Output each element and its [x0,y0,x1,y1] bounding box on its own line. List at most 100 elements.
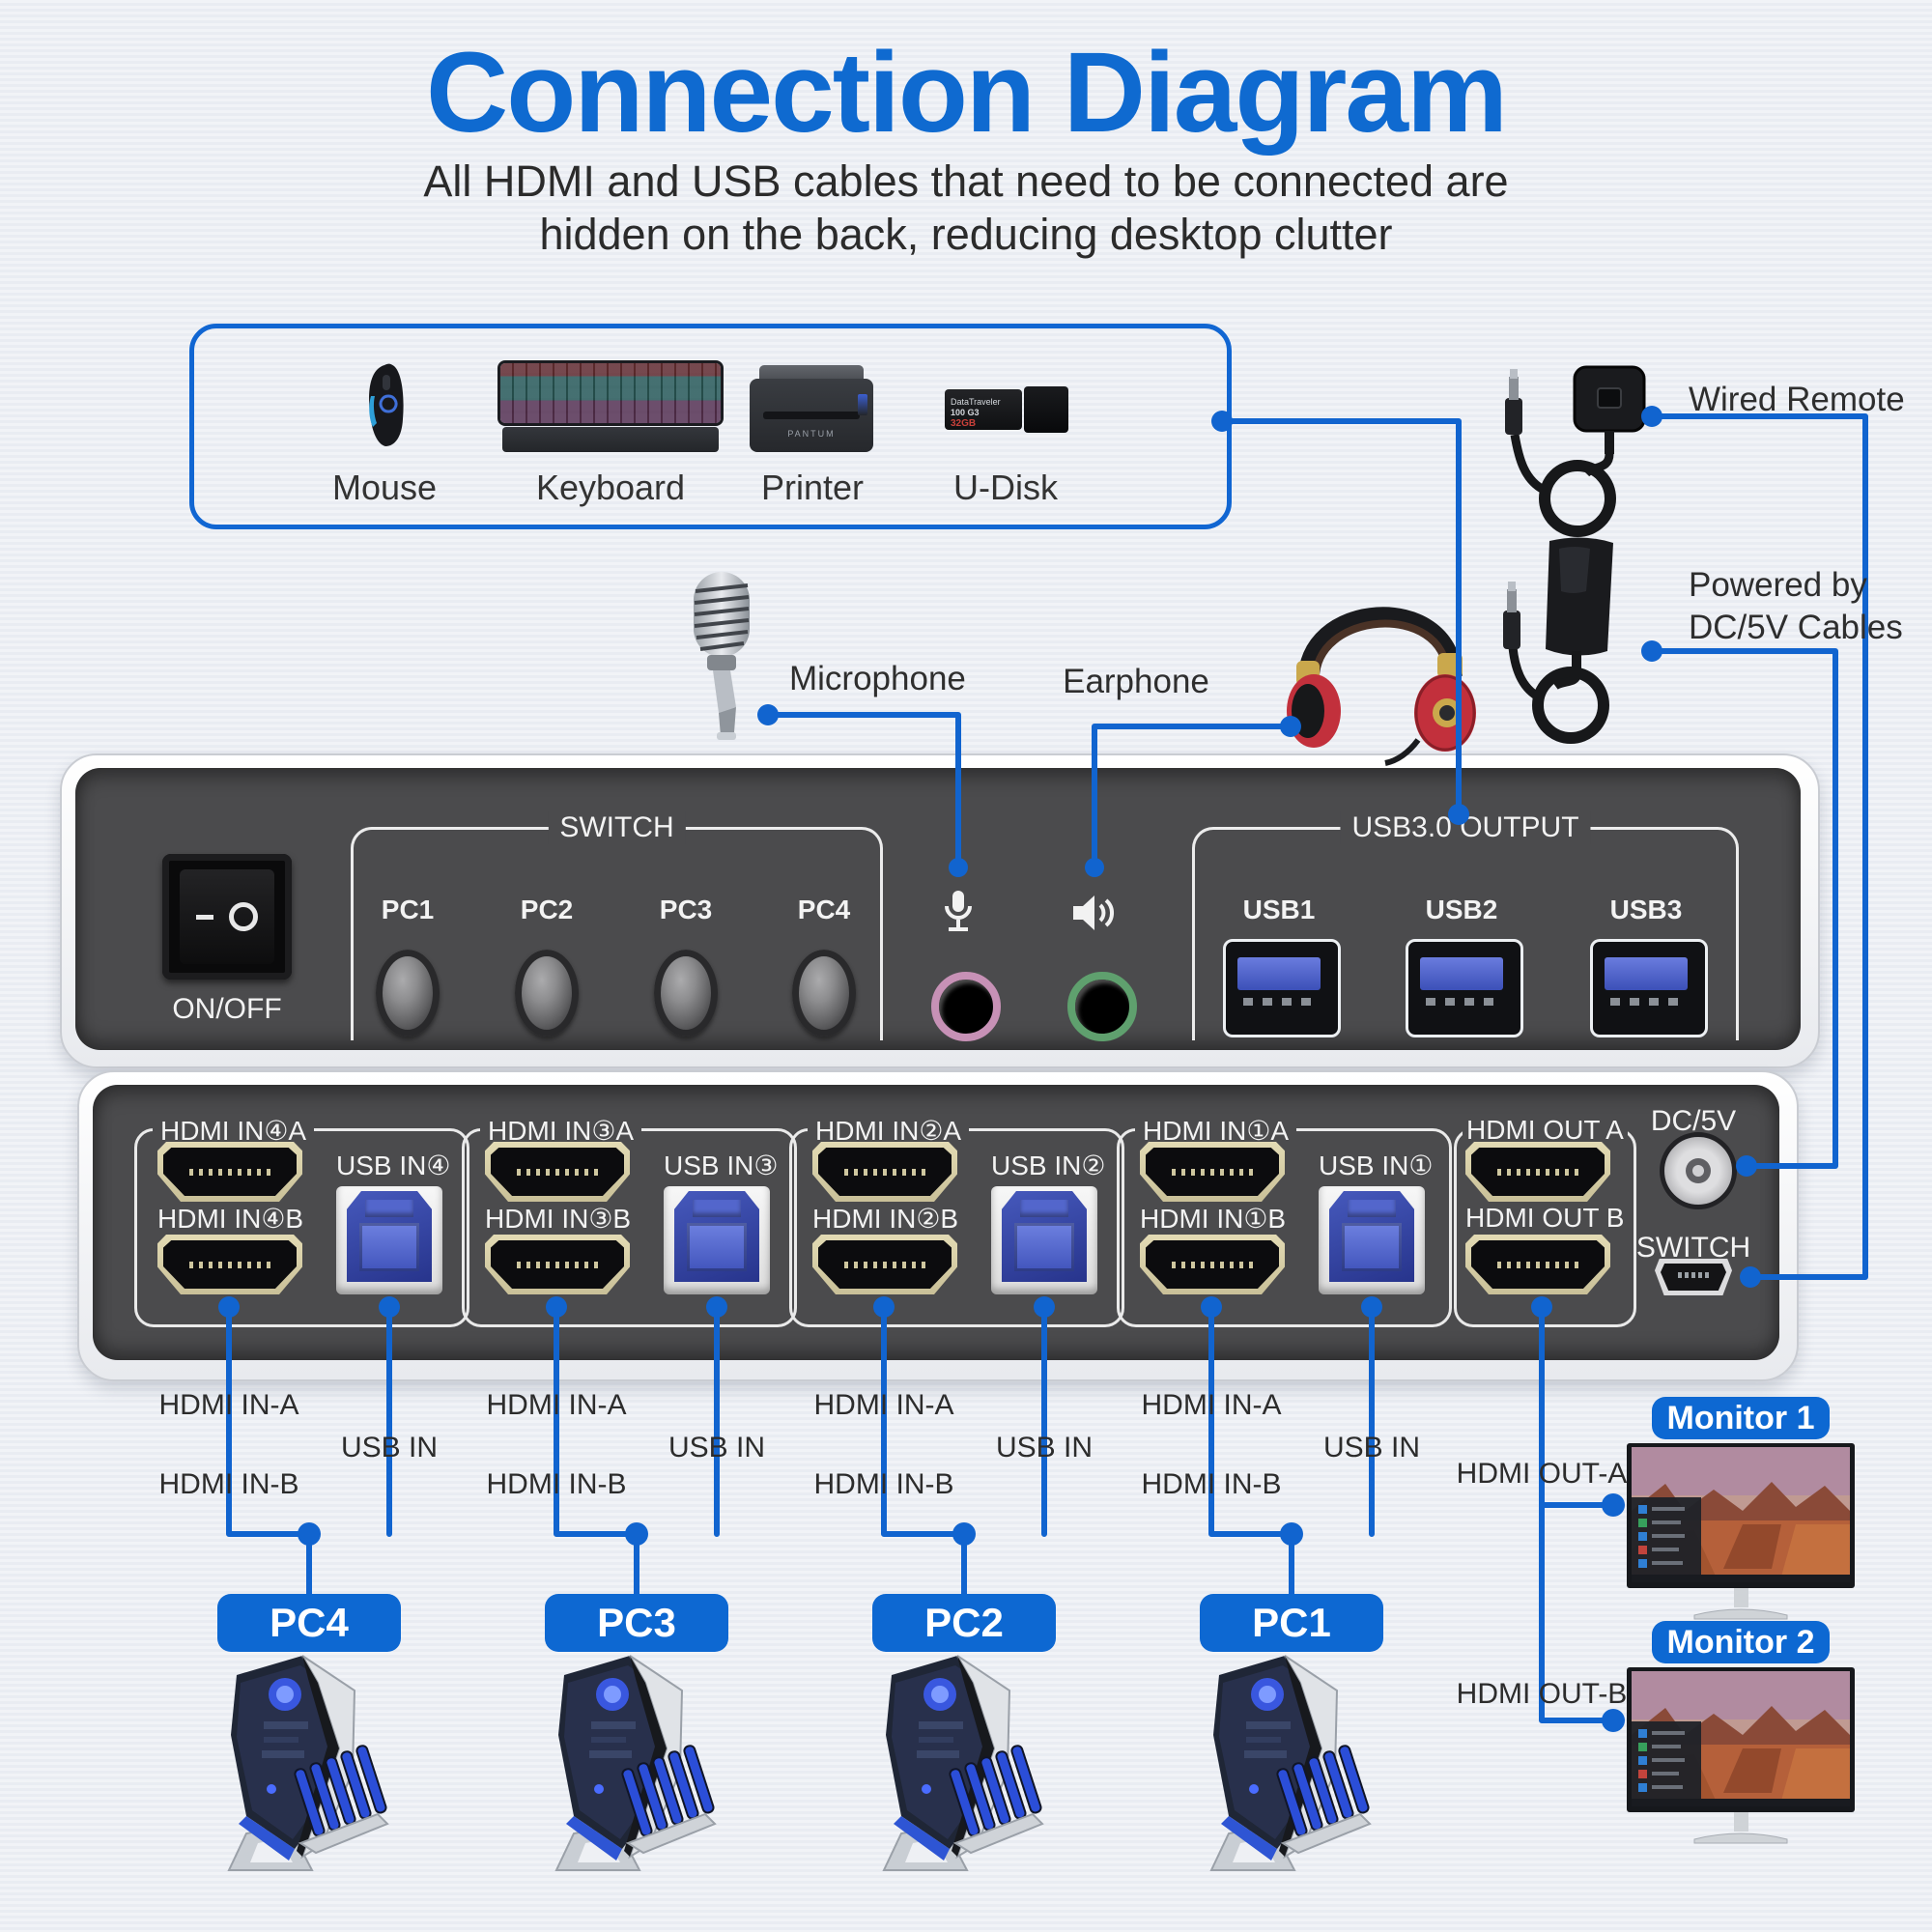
pc2-tower-image [863,1654,1065,1874]
udisk-label: U-Disk [953,468,1058,507]
printer-image: PANTUM [750,365,873,452]
pc2-hdmi-a-label: HDMI IN②A [808,1115,970,1147]
wired-remote-label: Wired Remote [1689,381,1905,418]
pc3-hdmi-b-label: HDMI IN③B [485,1204,632,1234]
pc3-hdmi-a-port [485,1142,630,1202]
pc4-cable-hdmi-a: HDMI IN-A [158,1389,299,1421]
mouse-label: Mouse [331,468,438,507]
earphone-image [1271,560,1484,773]
pc1-cable-usb: USB IN [1322,1432,1421,1463]
monitor1-image [1627,1443,1855,1621]
pc4-cable-hdmi-b: HDMI IN-B [158,1468,299,1500]
pc2-input-group: HDMI IN②A HDMI IN②B USB IN② [789,1115,1124,1327]
udisk-text-line1: DataTraveler [951,397,1001,407]
keyboard-label: Keyboard [535,468,686,507]
pc1-cable-hdmi-a: HDMI IN-A [1141,1389,1282,1421]
pc2-cable-hdmi-b: HDMI IN-B [813,1468,954,1500]
pc4-cable-usb: USB IN [340,1432,439,1463]
power-switch [162,854,292,980]
usb2-label: USB2 [1425,895,1498,924]
speaker-icon [1071,891,1118,935]
earphone-jack [1067,972,1137,1041]
usb2-port [1406,939,1523,1037]
pc2-hdmi-b-port [812,1235,957,1294]
page-title: Connection Diagram [426,29,1508,156]
pc4-hdmi-b-label: HDMI IN④B [157,1204,304,1234]
pc3-cable-usb: USB IN [668,1432,766,1463]
pc4-tower-image [208,1654,411,1874]
pc2-cable-hdmi-a: HDMI IN-A [813,1389,954,1421]
pc3-button-label: PC3 [659,895,713,924]
pc3-tower-image [535,1654,738,1874]
printer-label: Printer [760,468,865,507]
pc1-hdmi-b-label: HDMI IN①B [1140,1204,1287,1234]
usb3-label: USB3 [1609,895,1683,924]
power-switch-label: ON/OFF [172,993,282,1025]
pc2-badge: PC2 [872,1594,1056,1652]
pc4-usb-label: USB IN④ [336,1151,451,1180]
powered-by-label-line1: Powered by [1689,566,1867,604]
switch-group-legend: SWITCH [548,811,686,844]
powered-by-label-line2: DC/5V Cables [1689,609,1903,646]
usb1-port [1223,939,1341,1037]
pc3-hdmi-a-label: HDMI IN③A [480,1115,642,1147]
pc1-tower-image [1190,1654,1393,1874]
pc1-input-group: HDMI IN①A HDMI IN①B USB IN① [1117,1115,1452,1327]
mic-icon [939,889,978,935]
pc4-select-button [792,950,856,1037]
pc2-usb-port [991,1186,1097,1294]
hdmi-out-group: HDMI OUT A HDMI OUT B [1454,1115,1636,1327]
microphone-image [674,570,771,744]
pc3-input-group: HDMI IN③A HDMI IN③B USB IN③ [462,1115,797,1327]
wired-remote-image [1486,365,1660,554]
power-off-mark [229,902,259,931]
power-adapter-image [1486,533,1660,751]
pc4-hdmi-a-port [157,1142,302,1202]
pc1-select-button [376,950,440,1037]
printer-brand: PANTUM [787,429,836,439]
usb-output-legend: USB3.0 OUTPUT [1340,811,1591,844]
monitor1-badge: Monitor 1 [1652,1397,1830,1439]
mic-jack [931,972,1001,1041]
hdmi-out-a-port [1465,1142,1610,1202]
pc2-usb-label: USB IN② [991,1151,1106,1180]
page-subtitle: All HDMI and USB cables that need to be … [0,155,1932,261]
pc4-usb-port [336,1186,442,1294]
pc4-hdmi-b-port [157,1235,302,1294]
pc1-cable-hdmi-b: HDMI IN-B [1141,1468,1282,1500]
subtitle-line2: hidden on the back, reducing desktop clu… [539,210,1393,259]
pc1-usb-label: USB IN① [1319,1151,1434,1180]
monitor1-cable-label: HDMI OUT-A [1456,1458,1628,1490]
pc2-button-label: PC2 [520,895,574,924]
usb1-label: USB1 [1242,895,1316,924]
pc4-input-group: HDMI IN④A HDMI IN④B USB IN④ [134,1115,469,1327]
hdmi-out-b-port [1465,1235,1610,1294]
pc3-usb-label: USB IN③ [664,1151,779,1180]
pc1-button-label: PC1 [381,895,435,924]
pc3-badge: PC3 [545,1594,728,1652]
usb3-port [1590,939,1708,1037]
switch-group-bracket: SWITCH [351,811,883,1040]
subtitle-line1: All HDMI and USB cables that need to be … [423,156,1509,206]
pc2-cable-usb: USB IN [995,1432,1094,1463]
dc-power-jack [1660,1132,1737,1209]
earphone-label: Earphone [1063,663,1209,700]
pc2-hdmi-b-label: HDMI IN②B [812,1204,959,1234]
pc3-hdmi-b-port [485,1235,630,1294]
monitor2-cable-label: HDMI OUT-B [1456,1678,1628,1710]
pc3-usb-port [664,1186,770,1294]
monitor2-badge: Monitor 2 [1652,1621,1830,1663]
pc1-usb-port [1319,1186,1425,1294]
pc4-hdmi-a-label: HDMI IN④A [153,1115,315,1147]
pc3-select-button [654,950,718,1037]
pc1-hdmi-a-port [1140,1142,1285,1202]
mouse-image [359,363,410,448]
power-on-mark [195,914,213,920]
hdmi-out-b-label: HDMI OUT B [1465,1203,1625,1233]
hdmi-out-a-label: HDMI OUT A [1463,1115,1628,1146]
pc1-badge: PC1 [1200,1594,1383,1652]
udisk-image: DataTraveler 100 G3 32GB [945,386,1068,433]
switch-micro-usb-port [1655,1259,1732,1295]
pc3-cable-hdmi-a: HDMI IN-A [486,1389,627,1421]
